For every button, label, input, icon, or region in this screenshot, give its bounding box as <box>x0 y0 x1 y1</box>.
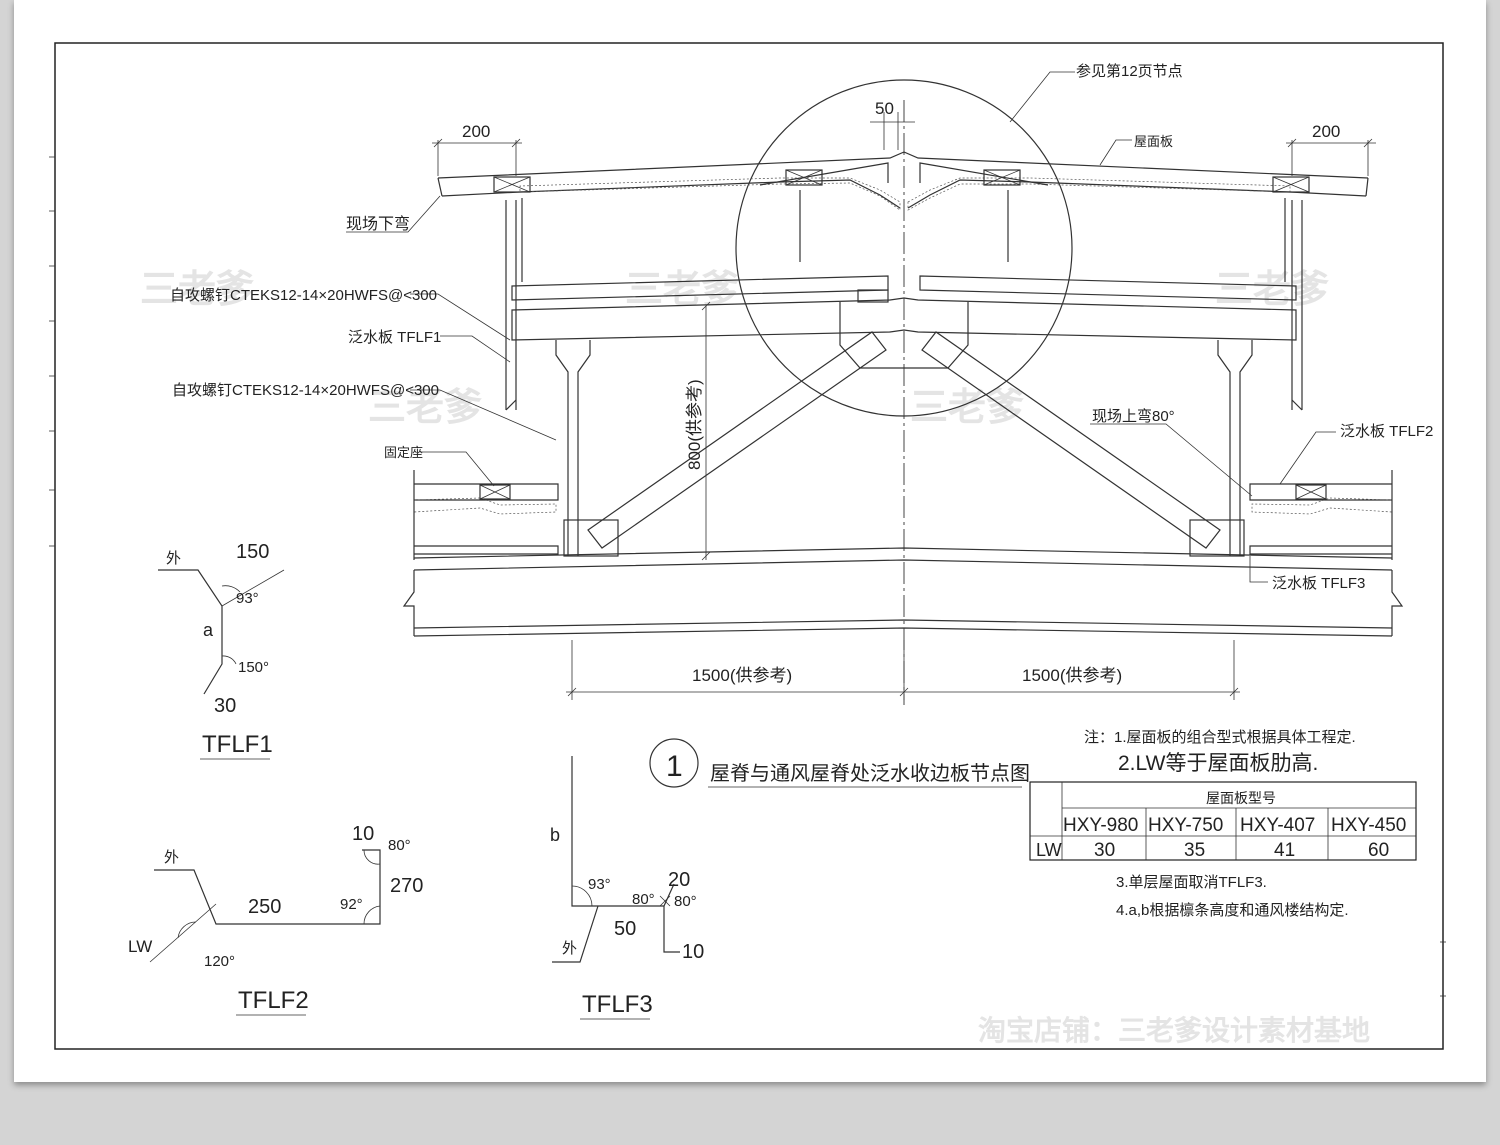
label-flashing-tflf1: 泛水板 TFLF1 <box>348 328 441 346</box>
tflf3-angle-mid: 80° <box>632 891 655 908</box>
cad-drawing: 三老爹 三老爹 三老爹 三老爹 三老爹 淘宝店铺：三老爹设计素材基地 <box>49 42 1446 1050</box>
note-2: 2.LW等于屋面板肋高. <box>1118 752 1318 775</box>
label-screw-1: 自攻螺钉CTEKS12-14×20HWFS@<300 <box>170 287 437 304</box>
shop-watermark: 淘宝店铺：三老爹设计素材基地 <box>978 1014 1370 1047</box>
drawing-title-block: 1 屋脊与通风屋脊处泛水收边板节点图 <box>649 738 1030 788</box>
dim-200-right: 200 <box>1312 122 1340 141</box>
dim-800: 800(供参考) <box>685 379 704 470</box>
watermark: 三老爹 <box>910 385 1024 429</box>
tflf1-angle-bottom: 150° <box>238 659 269 676</box>
dimension-lines <box>432 112 1376 700</box>
tflf3-angle-left: 93° <box>588 876 611 893</box>
tflf1-len-top: 150 <box>236 541 269 563</box>
table-col-2: HXY-750 <box>1148 815 1223 836</box>
label-field-bend-up: 现场上弯80° <box>1092 408 1175 425</box>
tflf1-outside: 外 <box>166 550 181 567</box>
posts <box>555 340 1253 557</box>
tflf2-angle-left: 120° <box>204 953 235 970</box>
label-screw-2: 自攻螺钉CTEKS12-14×20HWFS@<300 <box>172 382 439 399</box>
tflf3-angle-right: 80° <box>674 893 697 910</box>
table-col-1: HXY-980 <box>1063 815 1138 836</box>
table-val-1: 30 <box>1094 840 1115 861</box>
label-roof-panel: 屋面板 <box>1134 134 1173 149</box>
watermark: 三老爹 <box>625 267 739 311</box>
panel-type-table: 屋面板型号 LW HXY-980 HXY-750 HXY-407 HXY-450… <box>1029 781 1417 861</box>
table-col-3: HXY-407 <box>1240 815 1315 836</box>
leader-lines <box>346 71 1336 583</box>
detail-circle <box>735 79 1073 417</box>
side-panels <box>413 470 1393 560</box>
table-val-4: 60 <box>1368 840 1389 861</box>
label-flashing-tflf2: 泛水板 TFLF2 <box>1340 422 1433 440</box>
label-field-bend-down: 现场下弯 <box>346 215 410 233</box>
tflf2-angle-top: 80° <box>388 837 411 854</box>
watermark: 三老爹 <box>368 385 482 429</box>
notes-block: 注：1.屋面板的组合型式根据具体工程定. 2.LW等于屋面板肋高. 3.单层屋面… <box>1084 728 1356 919</box>
label-flashing-tflf3: 泛水板 TFLF3 <box>1272 574 1365 592</box>
table-col-4: HXY-450 <box>1331 815 1406 836</box>
label-fixing-seat: 固定座 <box>384 445 423 460</box>
table-val-3: 41 <box>1274 840 1295 861</box>
ridge-section <box>346 71 1404 705</box>
frame-ticks <box>49 156 1446 997</box>
tflf2-angle-right: 92° <box>340 896 363 913</box>
tflf1-name: TFLF1 <box>202 731 273 758</box>
tflf2-lw: LW <box>128 937 152 956</box>
tflf1-len-bottom: 30 <box>214 695 236 717</box>
note-1: 注：1.屋面板的组合型式根据具体工程定. <box>1084 728 1356 746</box>
note-4: 4.a,b根据檩条高度和通风楼结构定. <box>1116 901 1349 919</box>
detail-number: 1 <box>666 750 683 783</box>
drawing-title: 屋脊与通风屋脊处泛水收边板节点图 <box>710 762 1030 785</box>
tflf1-side-a: a <box>203 620 214 640</box>
diagonal-braces <box>587 331 1221 549</box>
upper-roof-panel <box>437 151 1369 211</box>
dim-200-left: 200 <box>462 122 490 141</box>
dim-1500-right: 1500(供参考) <box>1022 666 1122 685</box>
note-3: 3.单层屋面取消TFLF3. <box>1116 874 1267 891</box>
table-header: 屋面板型号 <box>1206 790 1276 806</box>
tflf2-name: TFLF2 <box>238 987 309 1014</box>
tflf3-len-end: 10 <box>682 941 704 963</box>
tflf3-len-top: 20 <box>668 869 690 891</box>
tflf1-profile: 外 150 93° a 150° 30 TFLF1 <box>158 541 285 760</box>
tflf3-len-mid: 50 <box>614 918 636 940</box>
table-val-2: 35 <box>1184 840 1205 861</box>
tflf2-profile: 外 LW 120° 250 92° 10 80° 270 TFLF2 <box>128 823 423 1016</box>
tflf2-len-top: 10 <box>352 823 374 845</box>
tflf3-profile: b 93° 80° 20 80° 50 外 10 TFLF3 <box>550 756 704 1020</box>
upper-supports <box>505 190 1303 411</box>
watermark: 三老爹 <box>1215 267 1329 311</box>
lower-roof-panel <box>511 275 1297 369</box>
tflf3-name: TFLF3 <box>582 991 653 1018</box>
tflf2-outside: 外 <box>164 849 179 866</box>
table-row-label: LW <box>1036 840 1062 860</box>
tflf2-len-bottom: 250 <box>248 896 281 918</box>
tflf3-side-b: b <box>550 825 560 845</box>
label-ref-node: 参见第12页节点 <box>1076 62 1183 80</box>
tflf1-angle-top: 93° <box>236 590 259 607</box>
watermark: 三老爹 <box>140 267 254 311</box>
dim-1500-left: 1500(供参考) <box>692 666 792 685</box>
drawing-sheet: 三老爹 三老爹 三老爹 三老爹 三老爹 淘宝店铺：三老爹设计素材基地 <box>14 0 1486 1082</box>
base-beams <box>402 547 1404 637</box>
dim-50: 50 <box>875 99 894 118</box>
tflf2-len-side: 270 <box>390 875 423 897</box>
tflf3-outside: 外 <box>562 940 577 957</box>
